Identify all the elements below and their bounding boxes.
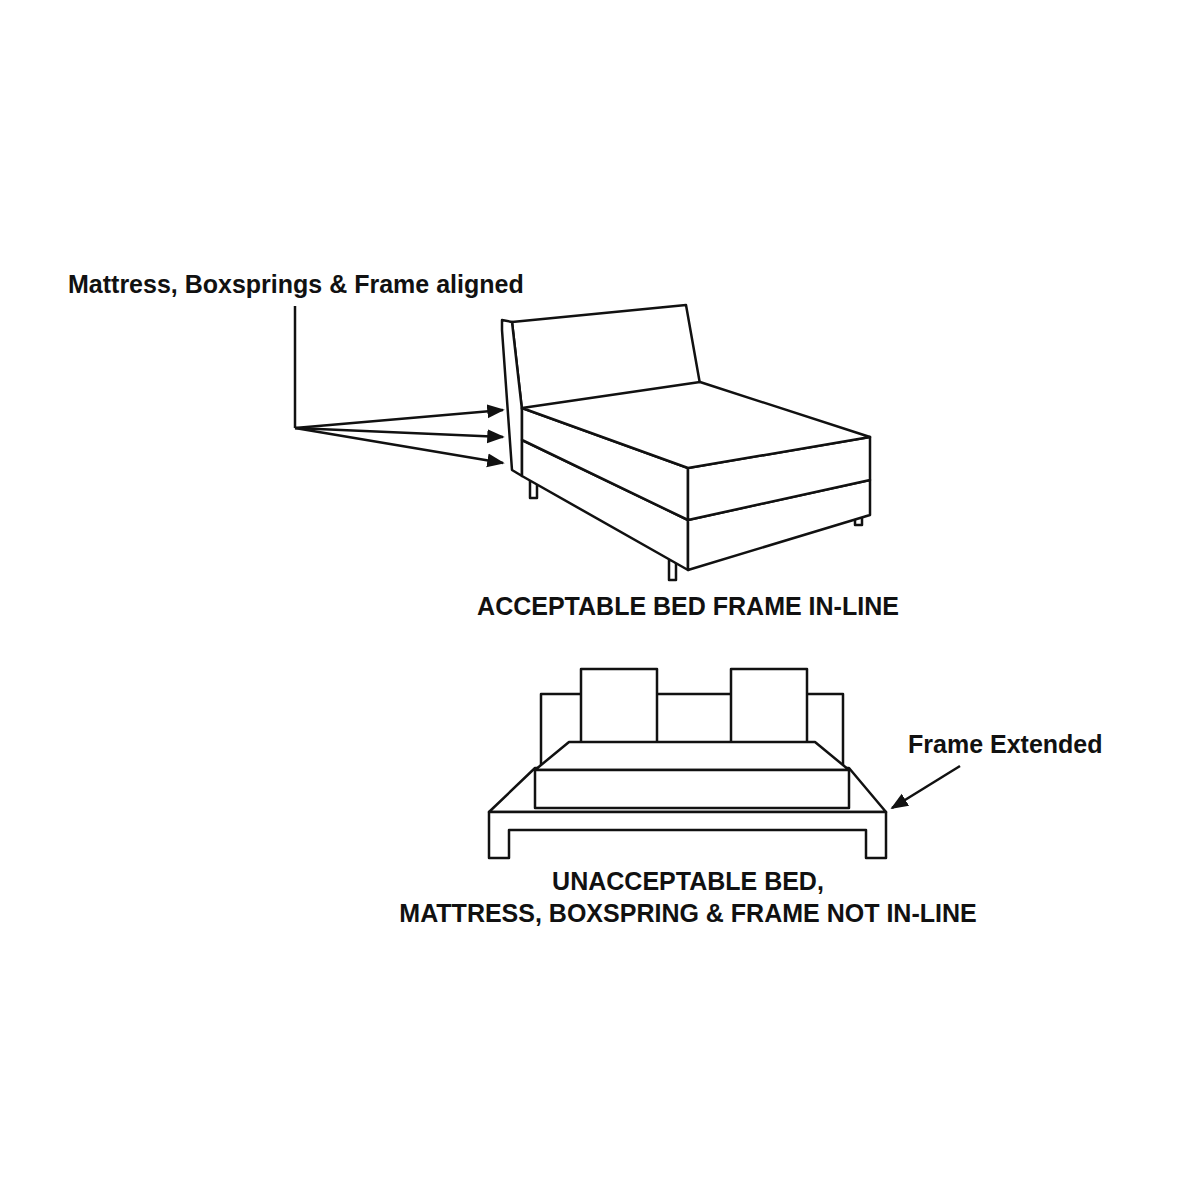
callout-arrow bbox=[892, 766, 960, 808]
caption-label: ACCEPTABLE BED FRAME IN-LINE bbox=[338, 590, 1038, 622]
callout-label: Frame Extended bbox=[908, 728, 1103, 760]
acceptable-bed bbox=[502, 305, 870, 580]
label-box: ACCEPTABLE BED FRAME IN-LINE bbox=[338, 590, 1038, 622]
alignment-leaders bbox=[295, 306, 503, 463]
label-box: UNACCEPTABLE BED, MATTRESS, BOXSPRING & … bbox=[238, 865, 1138, 929]
mattress-front bbox=[535, 770, 849, 808]
pillow bbox=[731, 669, 807, 746]
pillow bbox=[581, 669, 657, 746]
frame-front bbox=[489, 812, 886, 858]
caption-label: UNACCEPTABLE BED, MATTRESS, BOXSPRING & … bbox=[238, 865, 1138, 929]
mattress-top bbox=[535, 742, 849, 770]
frame-platform bbox=[489, 768, 886, 812]
label-box: Frame Extended bbox=[908, 728, 1103, 760]
leader-line bbox=[294, 306, 297, 428]
leader-arrow bbox=[295, 428, 503, 463]
mattress-top bbox=[522, 382, 870, 468]
headboard-side bbox=[502, 320, 522, 476]
leader-arrow bbox=[295, 410, 503, 428]
unacceptable-bed bbox=[489, 669, 886, 858]
callout-label: Mattress, Boxsprings & Frame aligned bbox=[68, 268, 524, 300]
label-box: Mattress, Boxsprings & Frame aligned bbox=[68, 268, 524, 300]
